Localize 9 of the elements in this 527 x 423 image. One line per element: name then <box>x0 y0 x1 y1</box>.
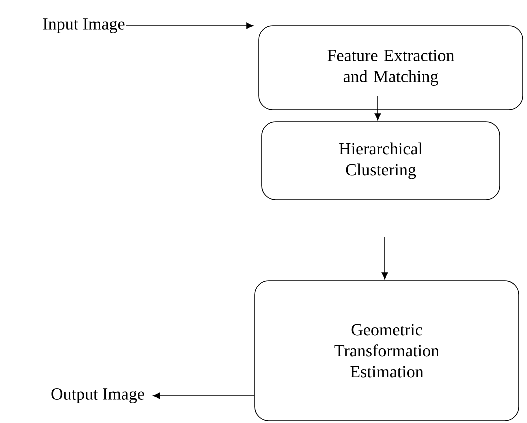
process-box: Geometric Transformation Estimation <box>254 280 520 422</box>
arrow <box>374 96 382 121</box>
text-label: Input Image <box>43 18 125 34</box>
text-label: Output Image <box>52 388 144 404</box>
arrow <box>153 392 255 400</box>
arrow <box>126 22 254 30</box>
process-box: Feature Extraction and Matching <box>258 26 524 110</box>
arrow <box>382 237 388 280</box>
process-box: Hierarchical Clustering <box>262 122 500 200</box>
